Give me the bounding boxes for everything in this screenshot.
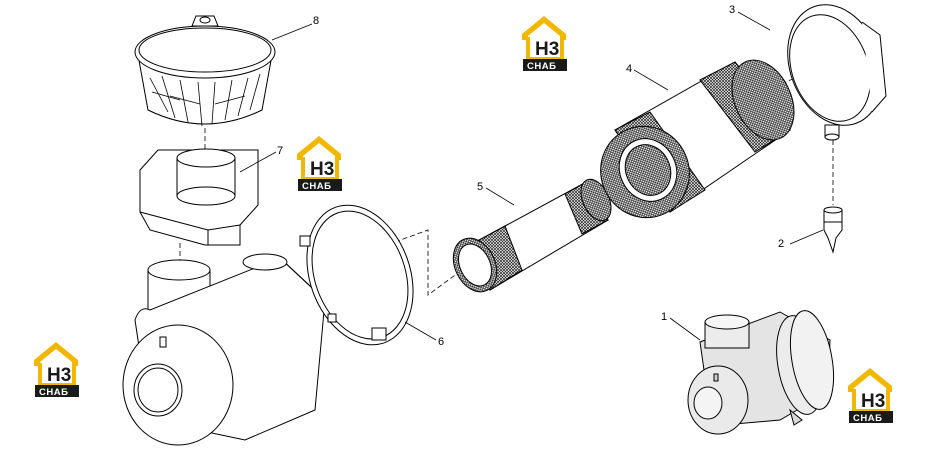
part-7-adapter xyxy=(139,148,259,246)
svg-text:H3: H3 xyxy=(310,159,334,180)
part-label-4: 4 xyxy=(626,63,632,75)
leader-lines xyxy=(239,11,824,341)
part-2-valve xyxy=(823,206,843,254)
part-label-5: 5 xyxy=(477,181,483,193)
part-3-cover xyxy=(787,4,887,141)
part-label-7: 7 xyxy=(277,145,283,157)
main-housing xyxy=(122,253,326,446)
svg-text:СНАБ: СНАБ xyxy=(853,413,882,424)
logo-watermark: H3 СНАБ xyxy=(297,136,342,192)
part-label-8: 8 xyxy=(313,15,319,27)
svg-text:H3: H3 xyxy=(47,365,71,386)
part-label-1: 1 xyxy=(661,311,667,323)
svg-text:СНАБ: СНАБ xyxy=(527,61,556,72)
part-6-clamp xyxy=(299,204,414,346)
logo-watermark: H3 СНАБ xyxy=(34,342,79,398)
part-4-main-filter xyxy=(600,59,795,219)
part-label-3: 3 xyxy=(729,4,735,16)
part-label-2: 2 xyxy=(778,238,784,250)
logo-watermark: H3 СНАБ xyxy=(522,16,567,72)
part-1-assembly xyxy=(687,310,835,435)
svg-text:СНАБ: СНАБ xyxy=(39,387,68,398)
svg-text:СНАБ: СНАБ xyxy=(302,181,331,192)
svg-text:H3: H3 xyxy=(535,39,559,60)
part-5-inner-filter xyxy=(452,178,612,293)
logo-watermark: H3 СНАБ xyxy=(848,368,893,424)
part-label-6: 6 xyxy=(438,336,444,348)
svg-text:H3: H3 xyxy=(861,391,885,412)
part-8-precleaner xyxy=(134,15,276,127)
